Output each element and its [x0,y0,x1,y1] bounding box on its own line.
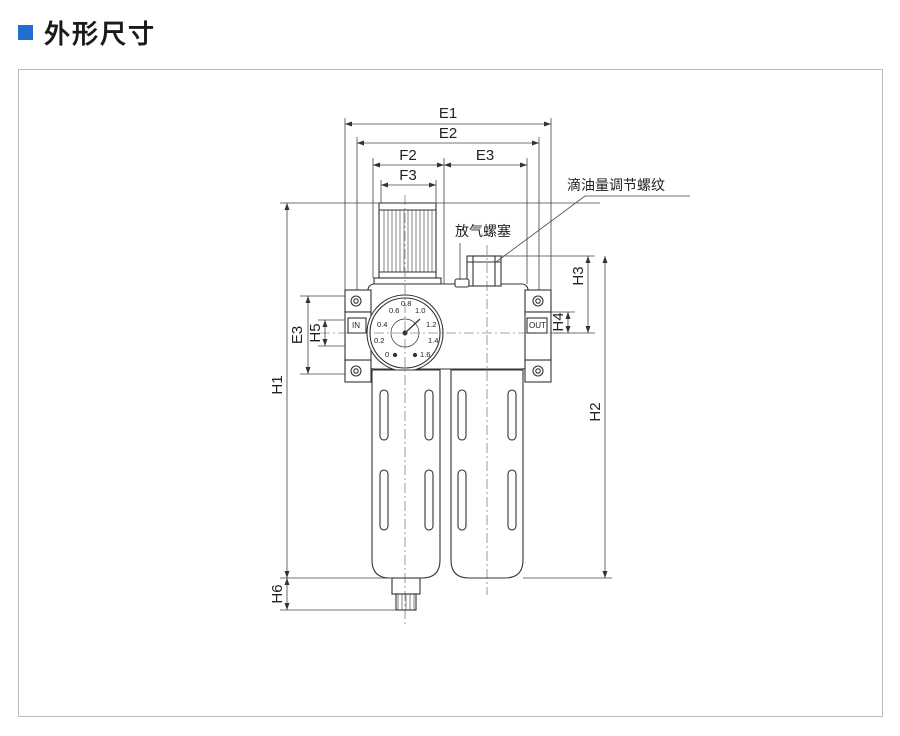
device-outline [344,202,552,611]
port-label-in: IN [352,321,360,330]
dimension-labels: E1 E2 F2 E3 F3 H1 H6 E3 H5 H3 H4 H2 [269,105,604,604]
gauge-tick-label: 0.2 [374,336,384,345]
dim-label-e3-top: E3 [476,147,494,164]
gauge-tick-label: 1.0 [415,306,425,315]
dim-label-e3-side: E3 [289,326,306,344]
dim-label-h3: H3 [570,266,587,285]
drawing-frame [18,69,883,717]
gauge-scale: 0 0.2 0.4 0.6 0.8 1.0 1.2 1.4 1.6 [374,299,438,359]
oil-adjust-fitting [466,255,502,287]
gauge-tick-label: 0 [385,350,389,359]
header-square-icon [18,24,33,40]
dim-label-h2: H2 [587,402,604,421]
annotation-vent-plug: 放气螺塞 [455,223,511,240]
dim-label-h1: H1 [269,375,286,394]
dim-label-f2: F2 [399,147,417,164]
regulator-knob [373,202,442,285]
dim-label-f3: F3 [399,167,417,184]
annotation-oil-adjust-screw: 滴油量调节螺纹 [567,177,665,194]
dim-label-h6: H6 [269,584,286,603]
gauge-tick-label: 1.2 [426,320,436,329]
gauge-tick-label: 0.4 [377,320,387,329]
gauge-tick-label: 0.8 [401,299,411,308]
gauge-tick-label: 1.4 [428,336,438,345]
dimension-lines [280,118,690,611]
dim-label-h5: H5 [307,323,324,342]
bracket-right [524,289,552,383]
dim-label-e2: E2 [439,125,457,142]
page-title: 外形尺寸 [44,19,157,50]
section-header: 外形尺寸 [18,14,156,50]
port-labels: IN OUT [352,321,546,330]
gauge-tick-label: 1.6 [420,350,430,359]
annotation-labels: 滴油量调节螺纹 放气螺塞 [455,177,665,240]
filter-bowl [371,369,441,611]
center-lines [320,195,575,625]
gauge-tick-label: 0.6 [389,306,399,315]
dim-label-h4: H4 [550,312,567,331]
vent-plug [454,278,470,288]
dim-label-e1: E1 [439,105,457,122]
port-label-out: OUT [529,321,546,330]
